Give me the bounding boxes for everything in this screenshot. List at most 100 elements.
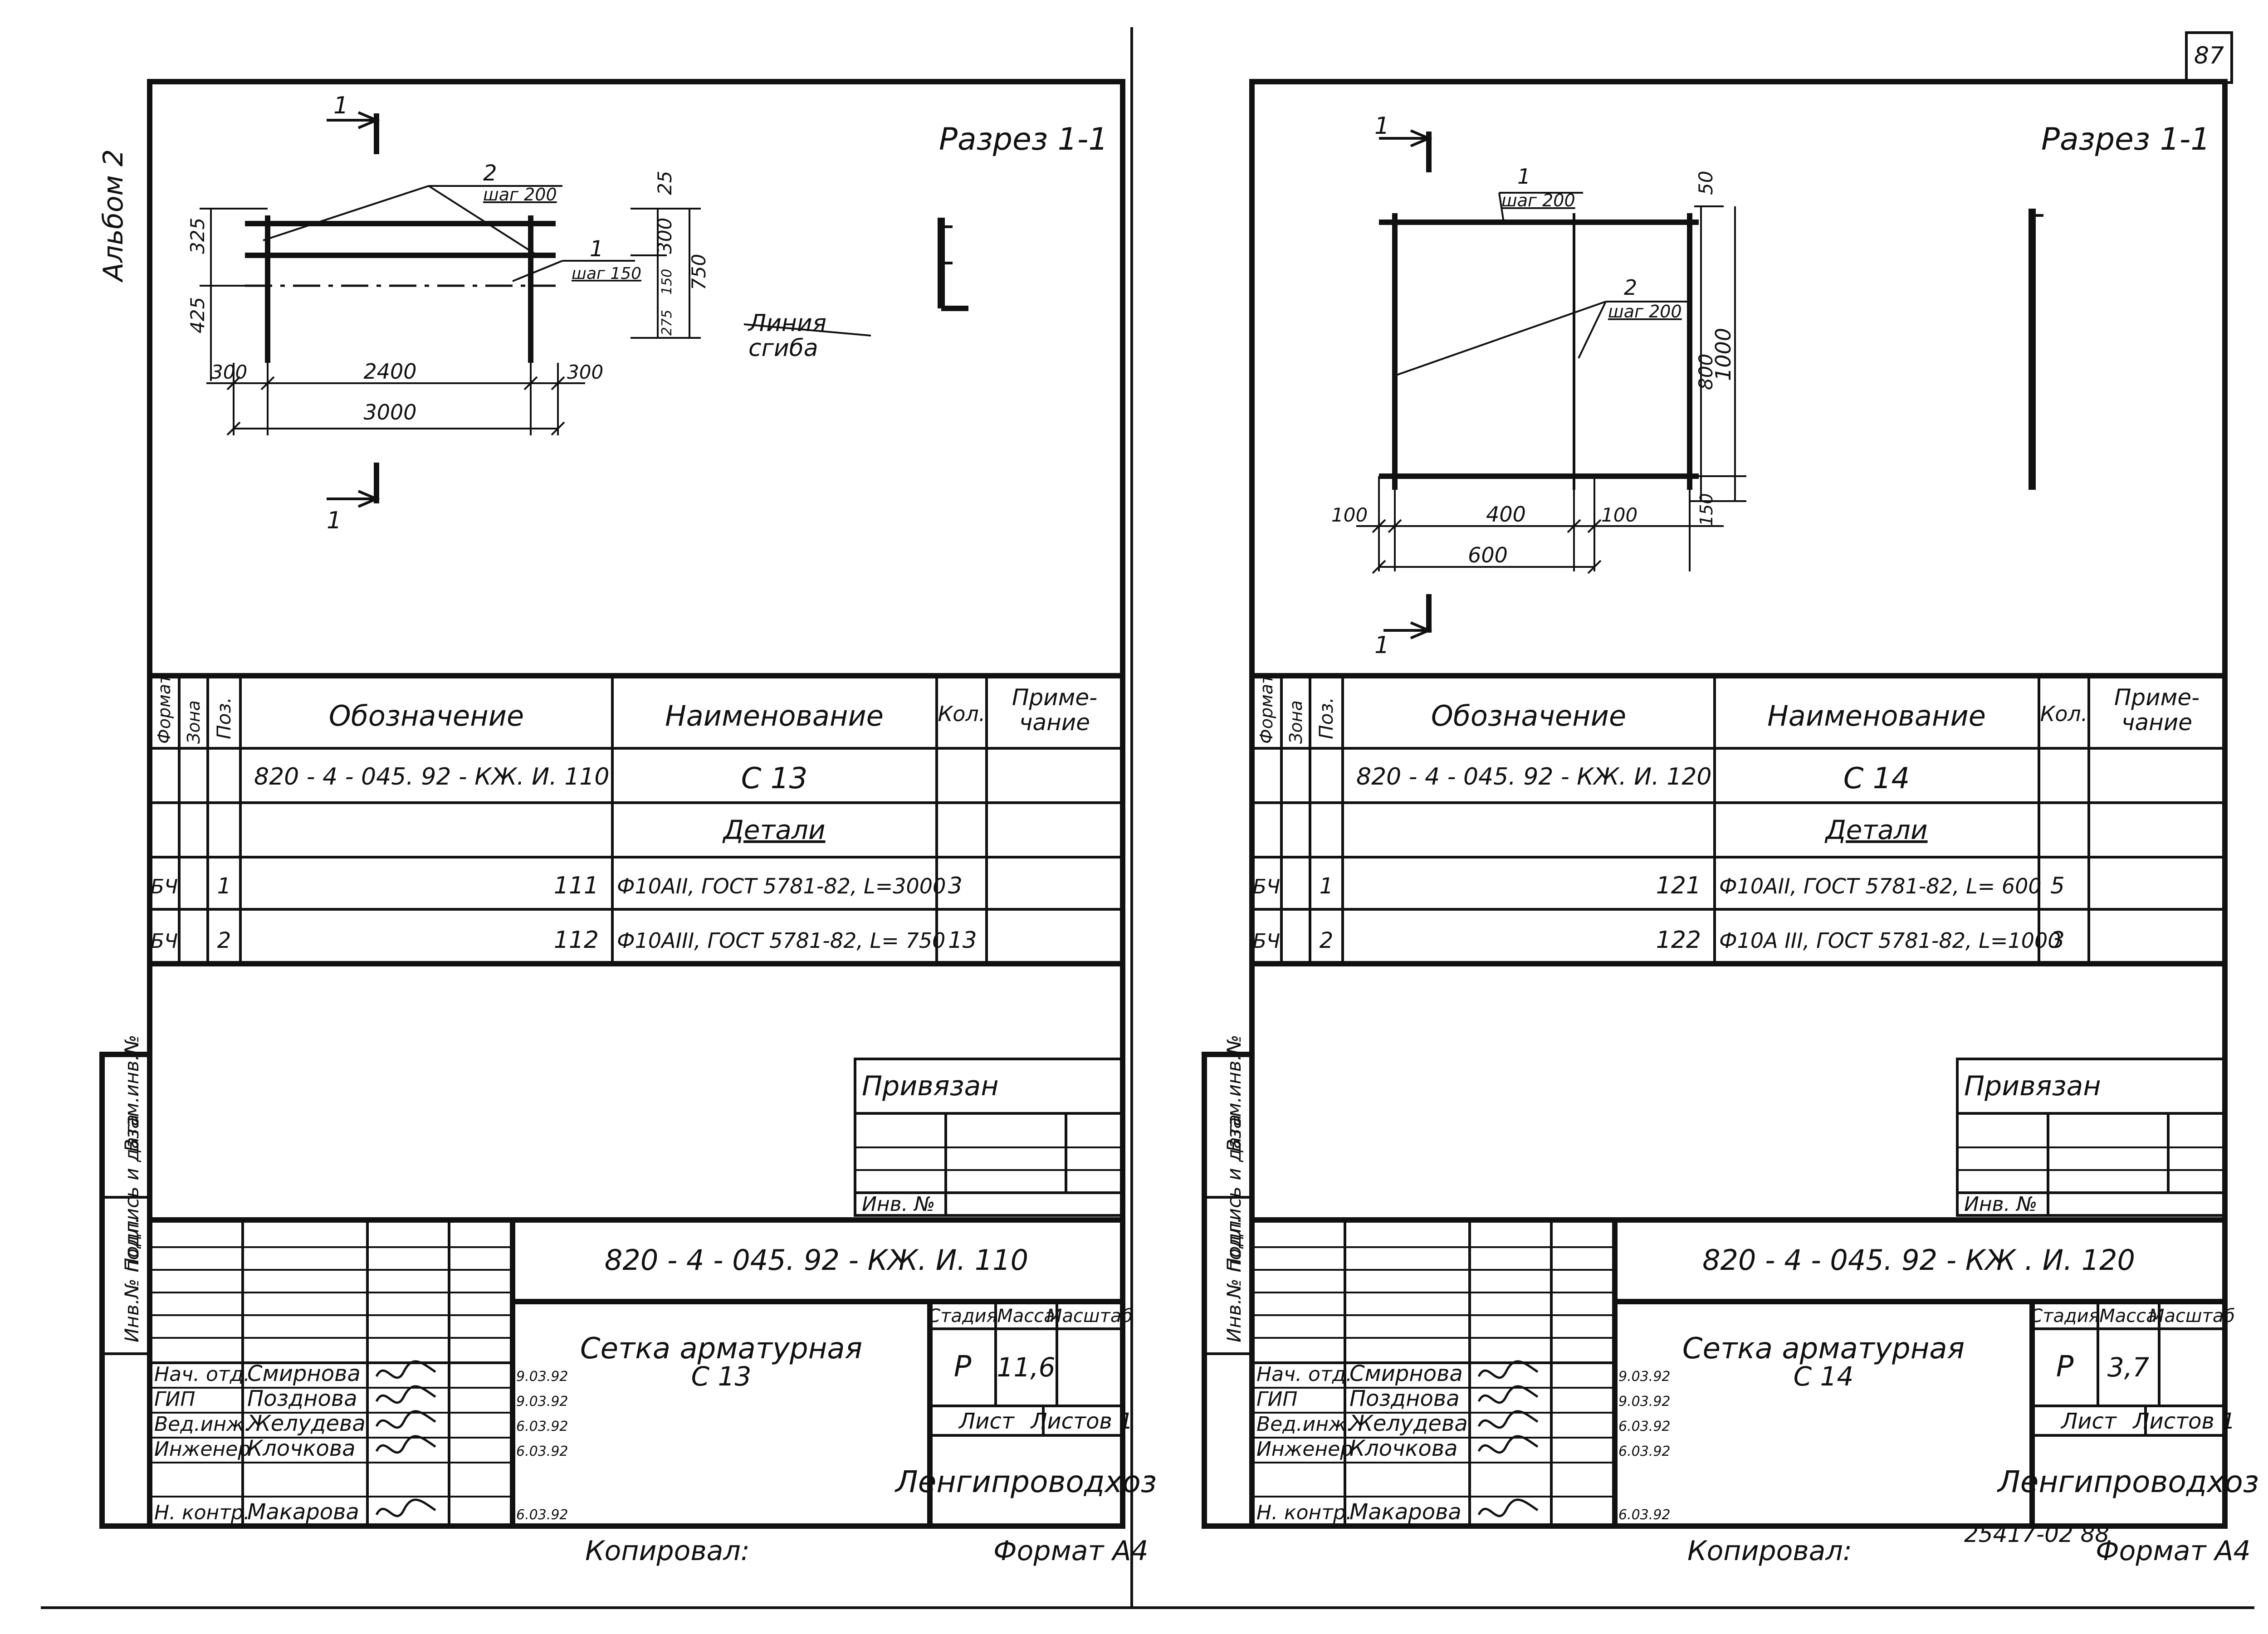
dimension: 300 (211, 361, 247, 383)
header-zone: Зона (1286, 700, 1306, 744)
callout: шаг 200 (1501, 190, 1575, 210)
cut-arrow (1410, 621, 1432, 639)
footer-number: 25417-02 88 (1964, 1521, 2109, 1547)
signature-mark (375, 1410, 436, 1429)
cell-name: Ф10АII, ГОСТ 5781-82, L=3000 (617, 874, 946, 898)
stamp-date: 9.03.92 (1618, 1369, 1671, 1385)
leader (428, 185, 536, 255)
section-title: Разрез 1-1 (2041, 122, 2210, 157)
stamp-name: Клочкова (1349, 1436, 1458, 1461)
cell-oboz: 820 - 4 - 045. 92 - КЖ. И. 110 (254, 763, 609, 790)
header-note: Приме- (1012, 684, 1097, 711)
cell-oboz: 112 (554, 927, 599, 954)
stamp-role: Н. контр. (154, 1501, 250, 1524)
privyazan-label: Привязан (1964, 1070, 2101, 1102)
leader (1578, 301, 1607, 359)
stamp-role: Вед.инж. (154, 1413, 251, 1436)
dimension: 25 (654, 171, 676, 195)
leader (512, 260, 563, 282)
cut-arrow (1410, 129, 1432, 147)
dimension: 150 (659, 269, 675, 295)
dimension: 300 (654, 218, 676, 254)
callout: шаг 200 (1608, 302, 1682, 322)
stamp-role: Н. контр. (1256, 1501, 1352, 1524)
header-pos: Поз. (213, 697, 235, 739)
cell-format: БЧ (151, 875, 178, 898)
format-label: Формат А4 (2096, 1535, 2251, 1567)
cell-qty: 5 (2050, 873, 2065, 899)
stamp-date: 6.03.92 (1618, 1444, 1671, 1459)
cell-pos: 2 (1320, 928, 1334, 953)
cell-oboz: 111 (554, 872, 599, 899)
cell-oboz: 820 - 4 - 045. 92 - КЖ. И. 120 (1356, 763, 1711, 790)
callout: 1 (590, 236, 604, 262)
stamp-date: 6.03.92 (516, 1444, 568, 1459)
dimension: 100 (1331, 504, 1368, 526)
dimension: 800 (1695, 354, 1717, 390)
stamp-name: Макарова (1349, 1499, 1461, 1525)
cut-arrow (357, 490, 380, 508)
leader (1392, 301, 1606, 377)
dimension-tick (551, 421, 565, 436)
stamp-name: Желудева (246, 1411, 366, 1436)
cell-format: БЧ (151, 930, 178, 953)
dimension-tick (1587, 560, 1602, 574)
dimension-tick (1567, 519, 1581, 533)
cell-oboz: 122 (1656, 927, 1701, 954)
dimension: 1000 (1711, 328, 1735, 381)
privyazan-box (854, 1058, 1124, 1217)
scale-header: Масштаб (2149, 1306, 2235, 1327)
header-qty: Кол. (938, 702, 986, 726)
dimension: 300 (567, 361, 603, 383)
signature-mark (375, 1435, 436, 1454)
dimension: 3000 (363, 400, 416, 424)
stamp-date: 6.03.92 (1618, 1419, 1671, 1434)
format-label: Формат А4 (993, 1535, 1149, 1567)
leader (263, 185, 429, 241)
cell-qty: 3 (948, 873, 963, 899)
vertical-label: Взам.инв.№ (1223, 1035, 1245, 1152)
dimension: 275 (659, 310, 675, 336)
stage-header: Стадия (928, 1306, 997, 1327)
sheet-label: Лист (2060, 1409, 2117, 1434)
dimension: 750 (688, 254, 710, 290)
header-oboz: Обозначение (1431, 699, 1626, 732)
cell-qty: 3 (2050, 927, 2065, 953)
drawing-title: С 13 (691, 1361, 752, 1392)
header-qty: Кол. (2040, 702, 2088, 726)
vertical-label: Инв.№ подл. (1223, 1217, 1245, 1342)
header-name: Наименование (665, 699, 884, 732)
dimension-tick (1388, 519, 1402, 533)
drawing-title: Сетка арматурная (580, 1332, 862, 1366)
stage-value: Р (2056, 1350, 2074, 1384)
org-name: Ленгипроводхоз (894, 1464, 1157, 1499)
header-oboz: Обозначение (329, 699, 524, 732)
vertical-label: Подпись и дата (1223, 1114, 1245, 1272)
stamp-date: 6.03.92 (516, 1419, 568, 1434)
vertical-label: Подпись и дата (121, 1114, 143, 1272)
vertical-label: Инв.№ подл. (121, 1217, 143, 1342)
dimension: 400 (1486, 502, 1526, 527)
stamp-role: Нач. отд. (154, 1363, 250, 1386)
stamp-date: 9.03.92 (516, 1394, 568, 1410)
drawing-title: Сетка арматурная (1682, 1332, 1965, 1366)
dimension-tick (226, 376, 241, 390)
stamp-role: ГИП (154, 1388, 196, 1411)
stamp-role: Нач. отд. (1256, 1363, 1352, 1386)
leader (1498, 192, 1505, 223)
org-name: Ленгипроводхоз (1997, 1464, 2259, 1499)
stamp-name: Смирнова (247, 1361, 361, 1386)
dimension: 425 (186, 297, 209, 333)
header-pos: Поз. (1315, 697, 1337, 739)
signature-mark (1477, 1360, 1539, 1379)
header-note: чание (1019, 709, 1090, 736)
sheets-label: Листов 1 (1030, 1409, 1133, 1434)
cut-arrow (357, 111, 380, 129)
dimension-tick (226, 421, 241, 436)
dimension: 600 (1468, 543, 1508, 567)
signature-mark (375, 1498, 436, 1517)
stamp-role: ГИП (1256, 1388, 1298, 1411)
stamp-date: 6.03.92 (516, 1507, 568, 1523)
cell-name: Ф10АIII, ГОСТ 5781-82, L= 750 (617, 928, 945, 953)
dimension-tick (523, 376, 538, 390)
